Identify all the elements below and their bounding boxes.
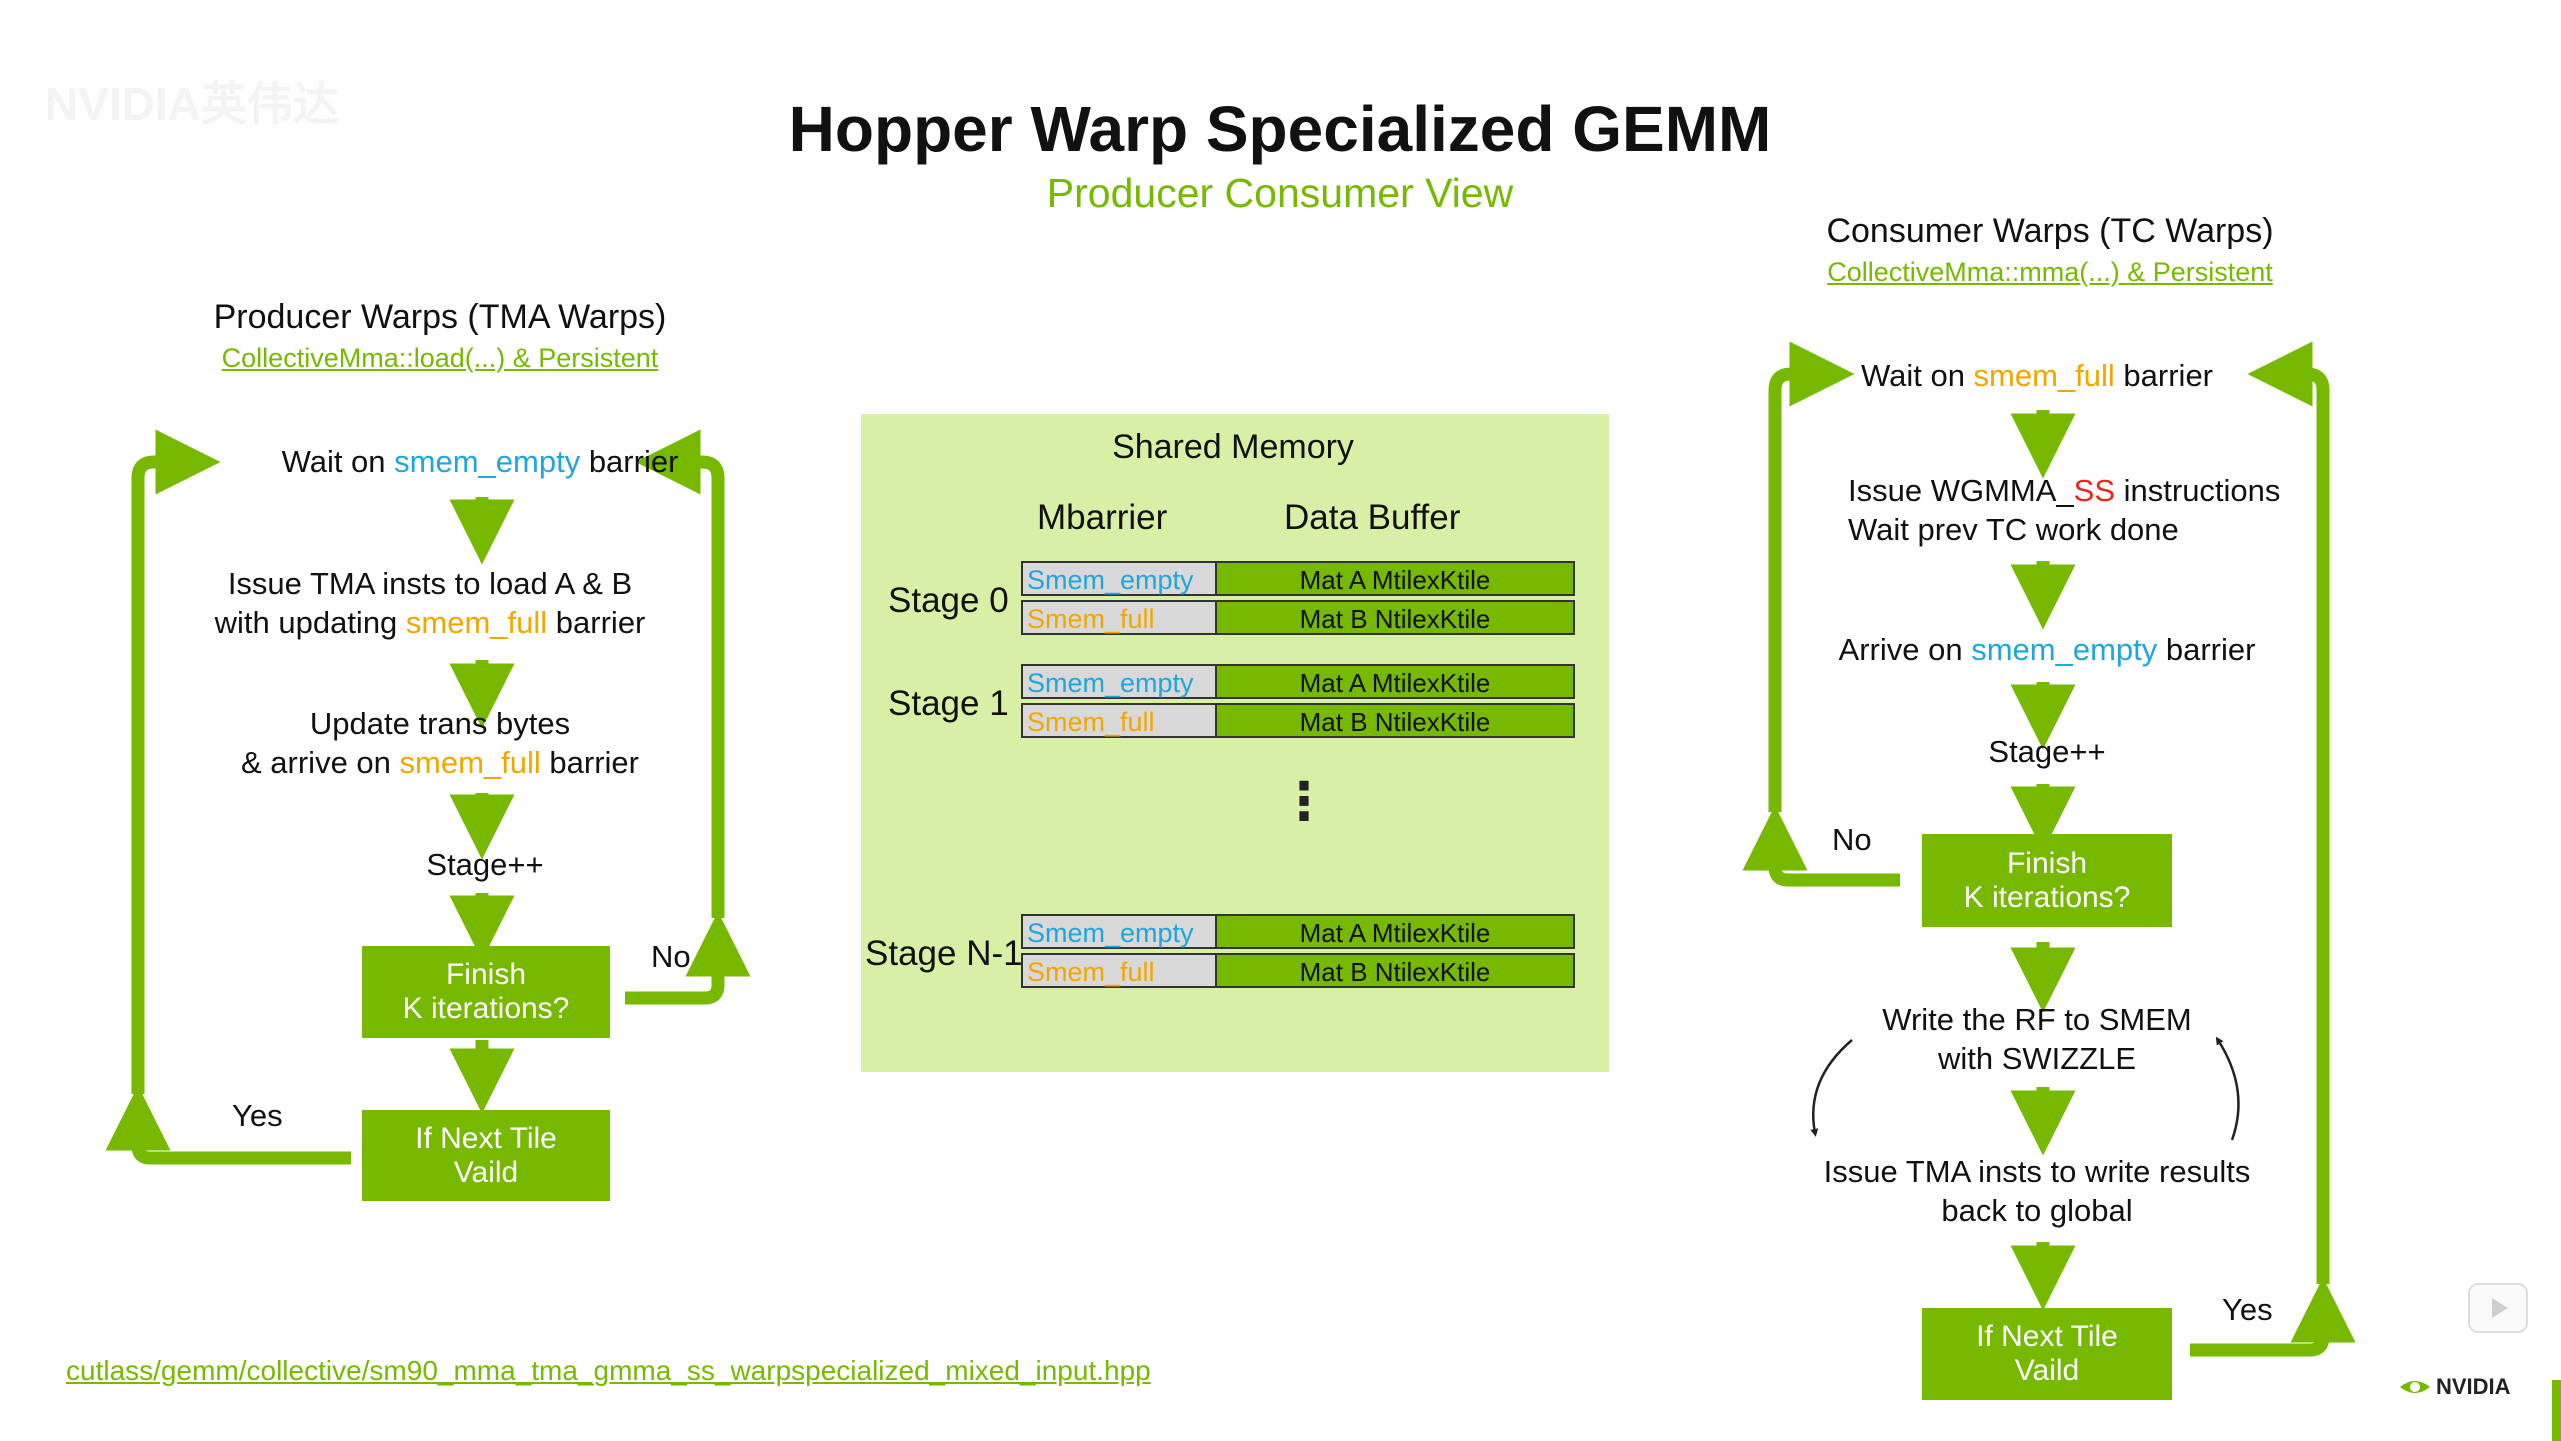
loop-no-consumer xyxy=(1742,805,1900,887)
mat-a-buffer: Mat A MtilexKtile xyxy=(1215,561,1575,596)
loop-no-producer-up xyxy=(635,429,725,918)
data-buffer-column-header: Data Buffer xyxy=(1284,498,1461,537)
consumer-wait-step: Wait on smem_full barrier xyxy=(1860,358,2214,393)
consumer-write-smem-step: Write the RF to SMEM with SWIZZLE xyxy=(1882,1002,2192,1076)
consumer-stage-increment: Stage++ xyxy=(1988,734,2106,769)
producer-link[interactable]: CollectiveMma::load(...) & Persistent xyxy=(221,343,659,373)
nvidia-eye-icon xyxy=(2400,1381,2430,1393)
smem-empty-token: smem_empty xyxy=(394,444,581,479)
producer-next-tile-decision: If Next Tile Vaild xyxy=(362,1110,610,1201)
loop-yes-consumer-up xyxy=(2247,341,2330,1284)
smem-full-token: smem_full xyxy=(399,745,541,780)
consumer-finish-decision: Finish K iterations? xyxy=(1922,834,2172,927)
mbarrier-empty-cell: Smem_empty xyxy=(1021,914,1217,949)
loop-yes-producer-up xyxy=(131,429,221,1094)
producer-wait-step: Wait on smem_empty barrier xyxy=(281,444,679,479)
producer-no-label: No xyxy=(651,939,691,974)
mat-b-buffer: Mat B NtilexKtile xyxy=(1215,600,1575,635)
smem-empty-token: smem_empty xyxy=(1971,632,2158,667)
producer-yes-label: Yes xyxy=(232,1098,283,1133)
curve-arrow-right xyxy=(2215,1036,2240,1141)
mat-b-buffer: Mat B NtilexKtile xyxy=(1215,953,1575,988)
producer-issue-step: Issue TMA insts to load A & B with updat… xyxy=(214,566,646,640)
consumer-yes-label: Yes xyxy=(2222,1292,2273,1327)
mbarrier-empty-cell: Smem_empty xyxy=(1021,561,1217,596)
stage-label: Stage 1 xyxy=(888,684,1009,723)
page-title: Hopper Warp Specialized GEMM xyxy=(788,93,1772,165)
mbarrier-full-cell: Smem_full xyxy=(1021,600,1217,635)
mbarrier-full-cell: Smem_full xyxy=(1021,953,1217,988)
consumer-no-label: No xyxy=(1832,822,1872,857)
consumer-wgmma-step: Issue WGMMA_SS instructions Wait prev TC… xyxy=(1848,473,2281,547)
loop-no-consumer-up xyxy=(1768,341,1855,812)
curve-arrow-left xyxy=(1810,1039,1853,1137)
page-subtitle: Producer Consumer View xyxy=(1046,170,1514,216)
shared-memory-title: Shared Memory xyxy=(1112,428,1354,466)
consumer-header: Consumer Warps (TC Warps) xyxy=(1826,212,2274,250)
mbarrier-column-header: Mbarrier xyxy=(1037,498,1168,537)
play-icon[interactable] xyxy=(2468,1283,2528,1333)
consumer-next-tile-decision: If Next Tile Vaild xyxy=(1922,1308,2172,1400)
mat-a-buffer: Mat A MtilexKtile xyxy=(1215,914,1575,949)
consumer-link[interactable]: CollectiveMma::mma(...) & Persistent xyxy=(1827,257,2273,287)
consumer-arrive-step: Arrive on smem_empty barrier xyxy=(1838,632,2256,667)
stage-label: Stage 0 xyxy=(888,581,1009,620)
smem-full-token: smem_full xyxy=(1973,358,2115,393)
mat-a-buffer: Mat A MtilexKtile xyxy=(1215,664,1575,699)
loop-no-producer xyxy=(625,911,751,1005)
loop-yes-producer xyxy=(105,1085,351,1165)
producer-finish-decision: Finish K iterations? xyxy=(362,946,610,1038)
nvidia-logo-text: NVIDIA xyxy=(2436,1374,2511,1399)
stage-ellipsis: ⋮ xyxy=(1278,773,1330,831)
ss-token: SS xyxy=(2073,473,2116,508)
corner-accent-bar xyxy=(2552,1380,2561,1441)
mbarrier-empty-cell: Smem_empty xyxy=(1021,664,1217,699)
watermark: NVIDIA英伟达 xyxy=(45,78,339,130)
smem-full-token: smem_full xyxy=(405,605,548,640)
mat-b-buffer: Mat B NtilexKtile xyxy=(1215,703,1575,738)
mbarrier-full-cell: Smem_full xyxy=(1021,703,1217,738)
producer-header: Producer Warps (TMA Warps) xyxy=(213,298,667,336)
loop-yes-consumer xyxy=(2190,1277,2356,1357)
producer-stage-increment: Stage++ xyxy=(426,847,544,882)
producer-update-step: Update trans bytes & arrive on smem_full… xyxy=(241,706,639,780)
stage-label: Stage N-1 xyxy=(865,934,1023,973)
nvidia-logo: NVIDIA xyxy=(2398,1374,2511,1400)
consumer-tma-store-step: Issue TMA insts to write results back to… xyxy=(1823,1154,2251,1228)
source-file-link[interactable]: cutlass/gemm/collective/sm90_mma_tma_gmm… xyxy=(66,1355,1151,1386)
play-triangle-icon xyxy=(2492,1298,2508,1318)
